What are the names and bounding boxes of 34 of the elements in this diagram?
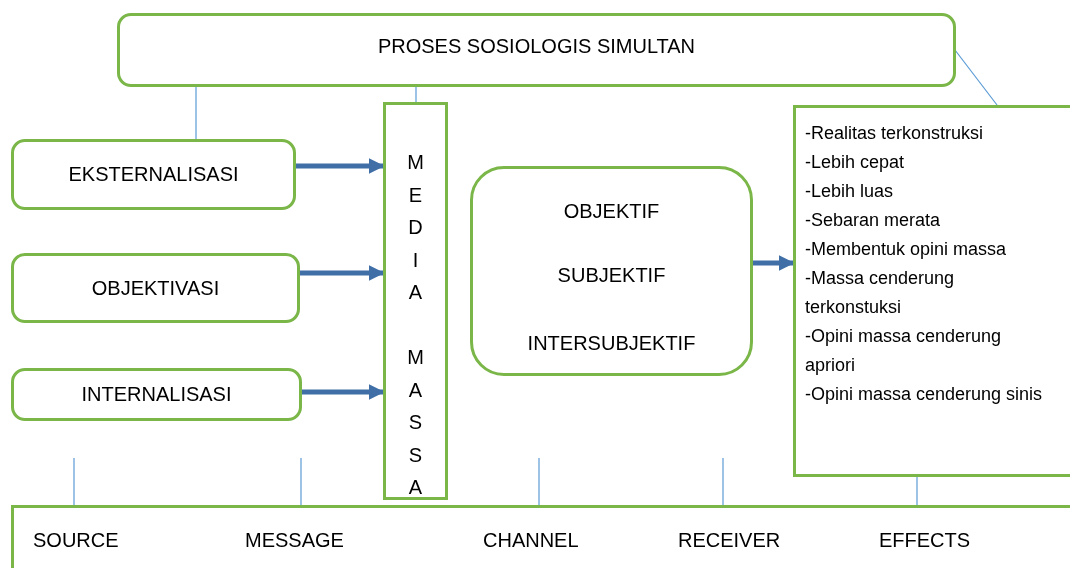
stage-band [11,505,1070,568]
connector-line [415,86,417,103]
process-box [11,139,296,210]
node-label: SUBJEKTIF [556,264,667,287]
block-arrow [302,384,385,400]
process-box [11,253,300,323]
connector-line [722,457,724,506]
node-label: CHANNEL [483,529,579,552]
block-arrow [296,158,385,174]
node-label: EFFECTS [879,529,971,552]
media-box [383,102,448,500]
process-box [11,368,302,421]
connector-line [954,49,998,106]
vertical-label: MEDIA MASSA [406,150,425,500]
node-label: INTERNALISASI [80,382,233,407]
node-label: OBJEKTIVASI [90,276,221,301]
effects-list: -Realitas terkonstruksi -Lebih cepat -Lebih luas -Sebaran merata -Membentuk opini massa -Massa cenderung terkonstuksi -Opini massa cenderung apriori -Opini massa cenderung sinis [805,119,1055,409]
effects-box [793,105,1070,477]
node-label: SOURCE [33,529,119,552]
title-box [117,13,956,87]
node-label: PROSES SOSIOLOGIS SIMULTAN [376,35,697,58]
node-label: MESSAGE [245,529,344,552]
node-label: RECEIVER [678,529,781,552]
block-arrow [300,265,385,281]
connector-line [916,476,918,506]
block-arrow [753,255,795,271]
process-box [470,166,753,376]
connector-line [538,457,540,506]
node-label: EKSTERNALISASI [67,162,240,187]
connector-line [300,457,302,506]
connector-line [73,457,75,506]
connector-line [195,86,197,140]
node-label: OBJEKTIF [562,200,661,223]
node-label: INTERSUBJEKTIF [526,332,697,355]
